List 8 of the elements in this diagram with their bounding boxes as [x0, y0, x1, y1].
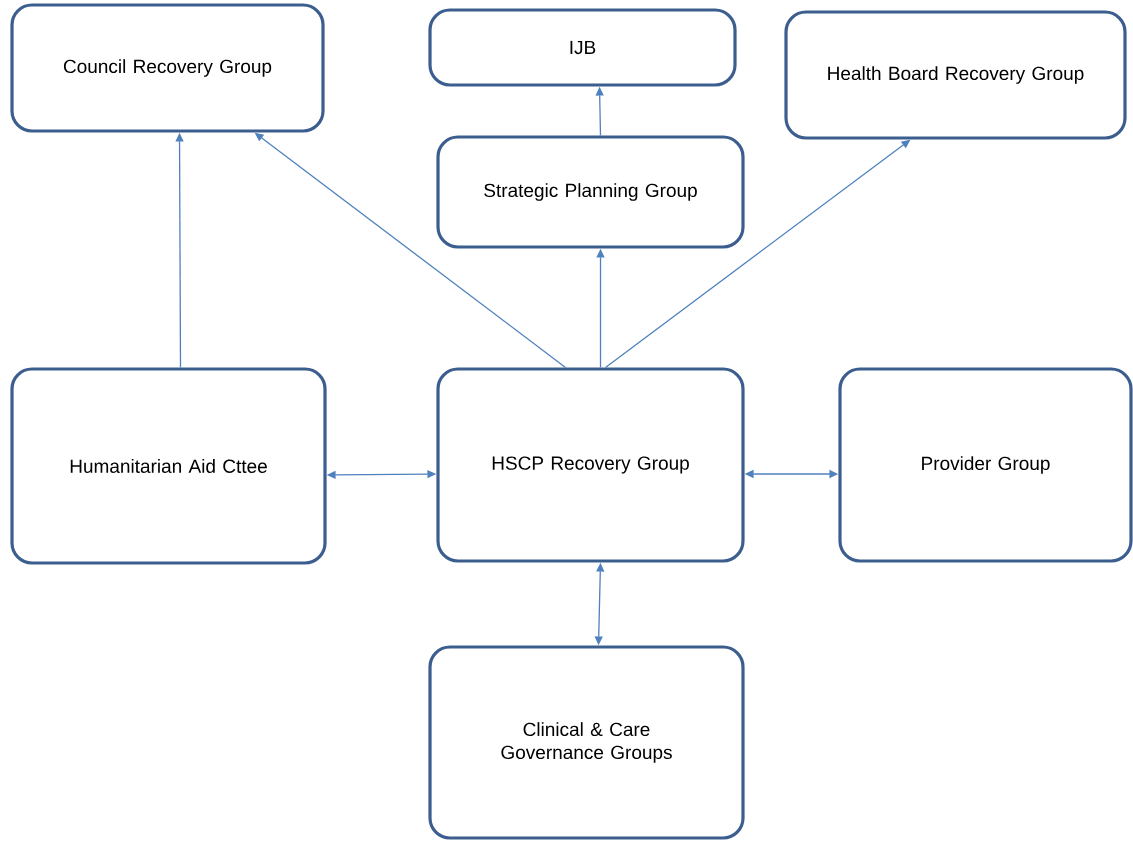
group-box: Strategic Planning Group [436, 135, 745, 249]
group-box: Health Board Recovery Group [784, 10, 1127, 140]
group-box: HSCP Recovery Group [436, 367, 745, 563]
group-box: Humanitarian Aid Cttee [10, 367, 327, 565]
group-box: Provider Group [838, 367, 1133, 563]
group-box: Council Recovery Group [10, 3, 325, 133]
group-box: IJB [428, 8, 737, 87]
group-box: Clinical & Care Governance Groups [428, 645, 745, 840]
